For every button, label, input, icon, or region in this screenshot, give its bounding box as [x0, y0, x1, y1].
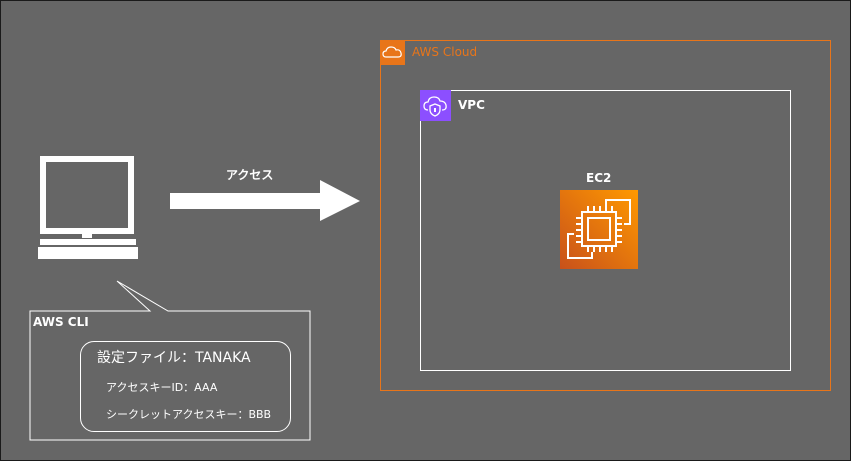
aws-cloud-group — [380, 40, 831, 391]
access-key-id-text: アクセスキーID：AAA — [106, 381, 218, 394]
desktop-computer-icon — [38, 156, 138, 259]
vpc-shield-cloud-icon — [420, 90, 451, 121]
secret-access-key-text: シークレットアクセスキー：BBB — [106, 408, 272, 421]
callout-bubble — [29, 280, 311, 441]
vpc-label: VPC — [458, 98, 485, 112]
access-arrow — [170, 180, 360, 221]
ec2-chip-icon — [560, 190, 638, 269]
vpc-group — [420, 90, 791, 371]
ec2-label: EC2 — [586, 171, 612, 185]
aws-cloud-icon — [380, 40, 405, 65]
config-profile-text: 設定ファイル：TANAKA — [97, 350, 251, 366]
aws-cli-title: AWS CLI — [33, 315, 89, 329]
config-file-box — [80, 341, 291, 432]
access-arrow-label: アクセス — [226, 168, 274, 182]
aws-cloud-label: AWS Cloud — [412, 45, 478, 59]
